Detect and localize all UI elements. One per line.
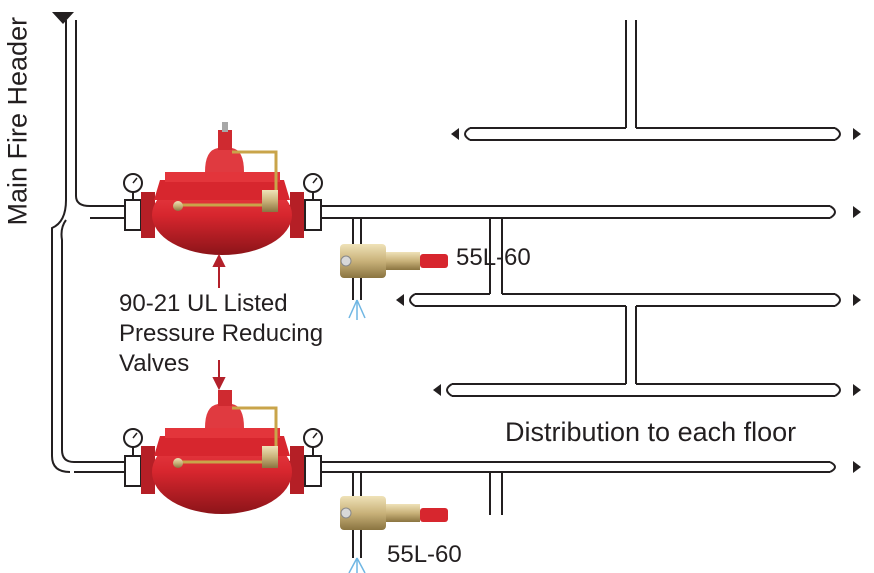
arrow-right-2 (853, 206, 861, 218)
middle-branch-pipes (409, 218, 841, 397)
main-fire-header-pipe (51, 20, 91, 473)
lower-prv-valve (123, 390, 323, 514)
prv-label-line-2: Pressure Reducing (119, 320, 324, 347)
prv-label: 90-21 UL Listed Pressure Reducing Valves (119, 289, 359, 379)
prv-label-line-3: Valves (119, 350, 190, 377)
distribution-label: Distribution to each floor (505, 417, 797, 447)
arrow-left-3 (433, 384, 441, 396)
arrow-right-3 (853, 294, 861, 306)
pilot-valve-label-bottom: 55L-60 (387, 541, 462, 568)
top-branch-pipe (464, 20, 841, 141)
arrow-left-2 (396, 294, 404, 306)
lower-branch-pipe (489, 472, 503, 515)
header-inlet-arrow (52, 12, 74, 24)
arrow-right-5 (853, 461, 861, 473)
pilot-valve-label-top: 55L-60 (456, 244, 531, 271)
main-fire-header-label: Main Fire Header (2, 16, 33, 226)
flow-arrows (52, 12, 861, 473)
arrow-right-4 (853, 384, 861, 396)
callout-arrows (212, 253, 226, 391)
upper-pilot-valve (340, 244, 448, 320)
spray-icon (348, 299, 366, 320)
arrow-left-1 (451, 128, 459, 140)
arrow-right-1 (853, 128, 861, 140)
prv-label-line-1: 90-21 UL Listed (119, 290, 288, 317)
lower-pilot-valve (340, 496, 448, 573)
spray-icon (348, 557, 366, 573)
upper-prv-valve (123, 122, 323, 255)
